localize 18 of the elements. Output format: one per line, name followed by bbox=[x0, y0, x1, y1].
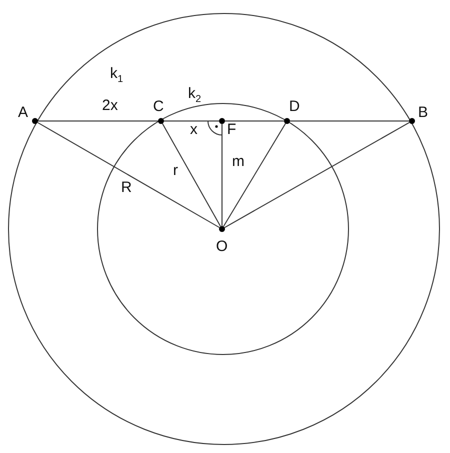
circle-label: k$_{1}$ bbox=[110, 66, 124, 85]
circle-label: k$_{2}$ bbox=[188, 86, 202, 105]
line-segment bbox=[223, 123, 286, 227]
edge-label: 2x bbox=[101, 98, 119, 113]
line-segment bbox=[38, 120, 158, 122]
line-segment bbox=[290, 120, 410, 122]
point-label: B bbox=[418, 105, 428, 120]
line-segment bbox=[164, 120, 220, 122]
line-segment bbox=[162, 123, 222, 227]
edge-label: R bbox=[120, 180, 133, 195]
point-label: D bbox=[289, 99, 300, 114]
point-label: O bbox=[216, 239, 228, 254]
point-label: F bbox=[227, 122, 236, 137]
point-label: C bbox=[153, 99, 164, 114]
point-label: A bbox=[18, 105, 28, 120]
line-segment bbox=[224, 120, 284, 122]
line-segment bbox=[224, 122, 410, 228]
line-segment bbox=[37, 122, 220, 228]
